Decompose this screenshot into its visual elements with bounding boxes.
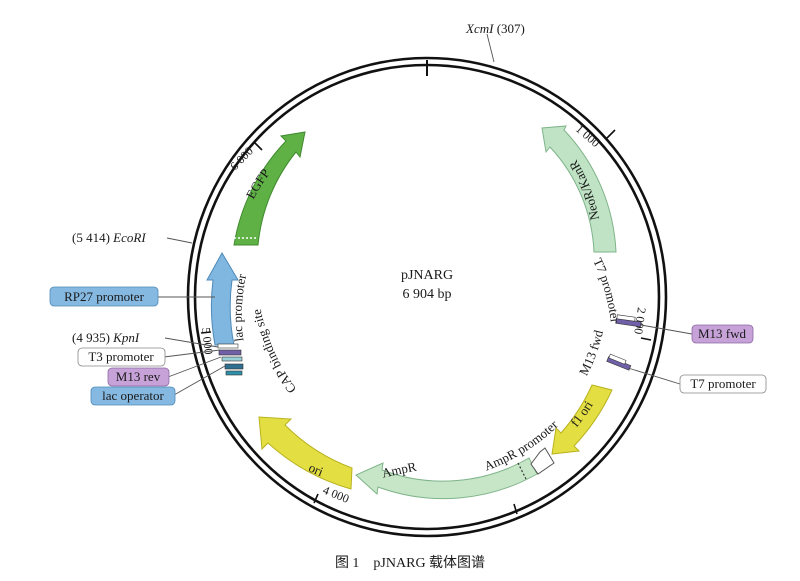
f1-ori-arrow	[551, 384, 613, 455]
ecori-site: (5 414) EcoRI	[72, 230, 146, 245]
lac-operator-label: lac operator	[102, 388, 164, 403]
t3-box	[77, 347, 166, 367]
kpni-site: (4 935) KpnI	[72, 330, 140, 345]
m13-fwd-leader	[640, 324, 693, 335]
t3-leader	[163, 349, 221, 358]
ori-label: ori	[306, 460, 325, 480]
neor-kanr-arrow	[541, 125, 617, 253]
lac-operator-box	[90, 386, 176, 406]
m13-fwd-inner-label: M13 fwd	[576, 328, 606, 378]
tick-label-6000: 6 000	[227, 144, 256, 173]
lac-promoter-label: lac promoter	[230, 272, 250, 343]
tick-2000	[640, 337, 652, 341]
m13-fwd-label: M13 fwd	[698, 326, 747, 341]
rp27-box	[49, 286, 159, 307]
ampr-arrow	[355, 457, 538, 500]
t7-leader	[627, 367, 681, 385]
ampr-promoter-arrow	[530, 447, 555, 475]
tick-1000	[606, 129, 616, 139]
xcmi-leader	[486, 33, 495, 63]
m13-rev-leader	[167, 356, 222, 378]
t7-promoter-marker	[606, 353, 632, 371]
plasmid-size: 6 904 bp	[403, 287, 452, 302]
lac-operator-leader	[173, 365, 226, 396]
xcmi-site: XcmI (307)	[465, 21, 525, 36]
rp27-label: RP27 promoter	[64, 289, 144, 304]
cap-binding-label: CAP binding site	[249, 308, 299, 397]
kpni-leader	[164, 337, 219, 348]
t7-label: T7 promoter	[690, 376, 756, 391]
lac-cluster-markers	[217, 343, 244, 376]
t7-box	[679, 374, 767, 394]
figure-caption: 图 1 pJNARG 载体图谱	[335, 555, 485, 571]
m13-rev-box	[107, 367, 170, 387]
ecori-leader	[166, 237, 193, 244]
tick-3000	[513, 503, 518, 515]
ori-arrow	[258, 416, 353, 490]
m13-fwd-box	[691, 324, 754, 344]
tick-5000	[200, 331, 212, 334]
t7-promoter-inner-label: T7 promoter	[590, 256, 623, 325]
ampr-label: AmpR	[381, 459, 418, 481]
t3-label: T3 promoter	[88, 349, 154, 364]
m13-fwd-marker	[615, 314, 642, 328]
tick-6000	[254, 142, 263, 151]
tick-label-5000: 5 000	[199, 327, 216, 355]
tick-label-2000: 2 000	[631, 307, 649, 336]
m13-rev-label: M13 rev	[116, 369, 161, 384]
ampr-dash	[517, 462, 527, 480]
lac-promoter-arrow	[206, 251, 239, 346]
plasmid-name: pJNARG	[401, 268, 453, 283]
egfp-arrow	[233, 131, 306, 246]
tick-4000	[313, 493, 319, 504]
